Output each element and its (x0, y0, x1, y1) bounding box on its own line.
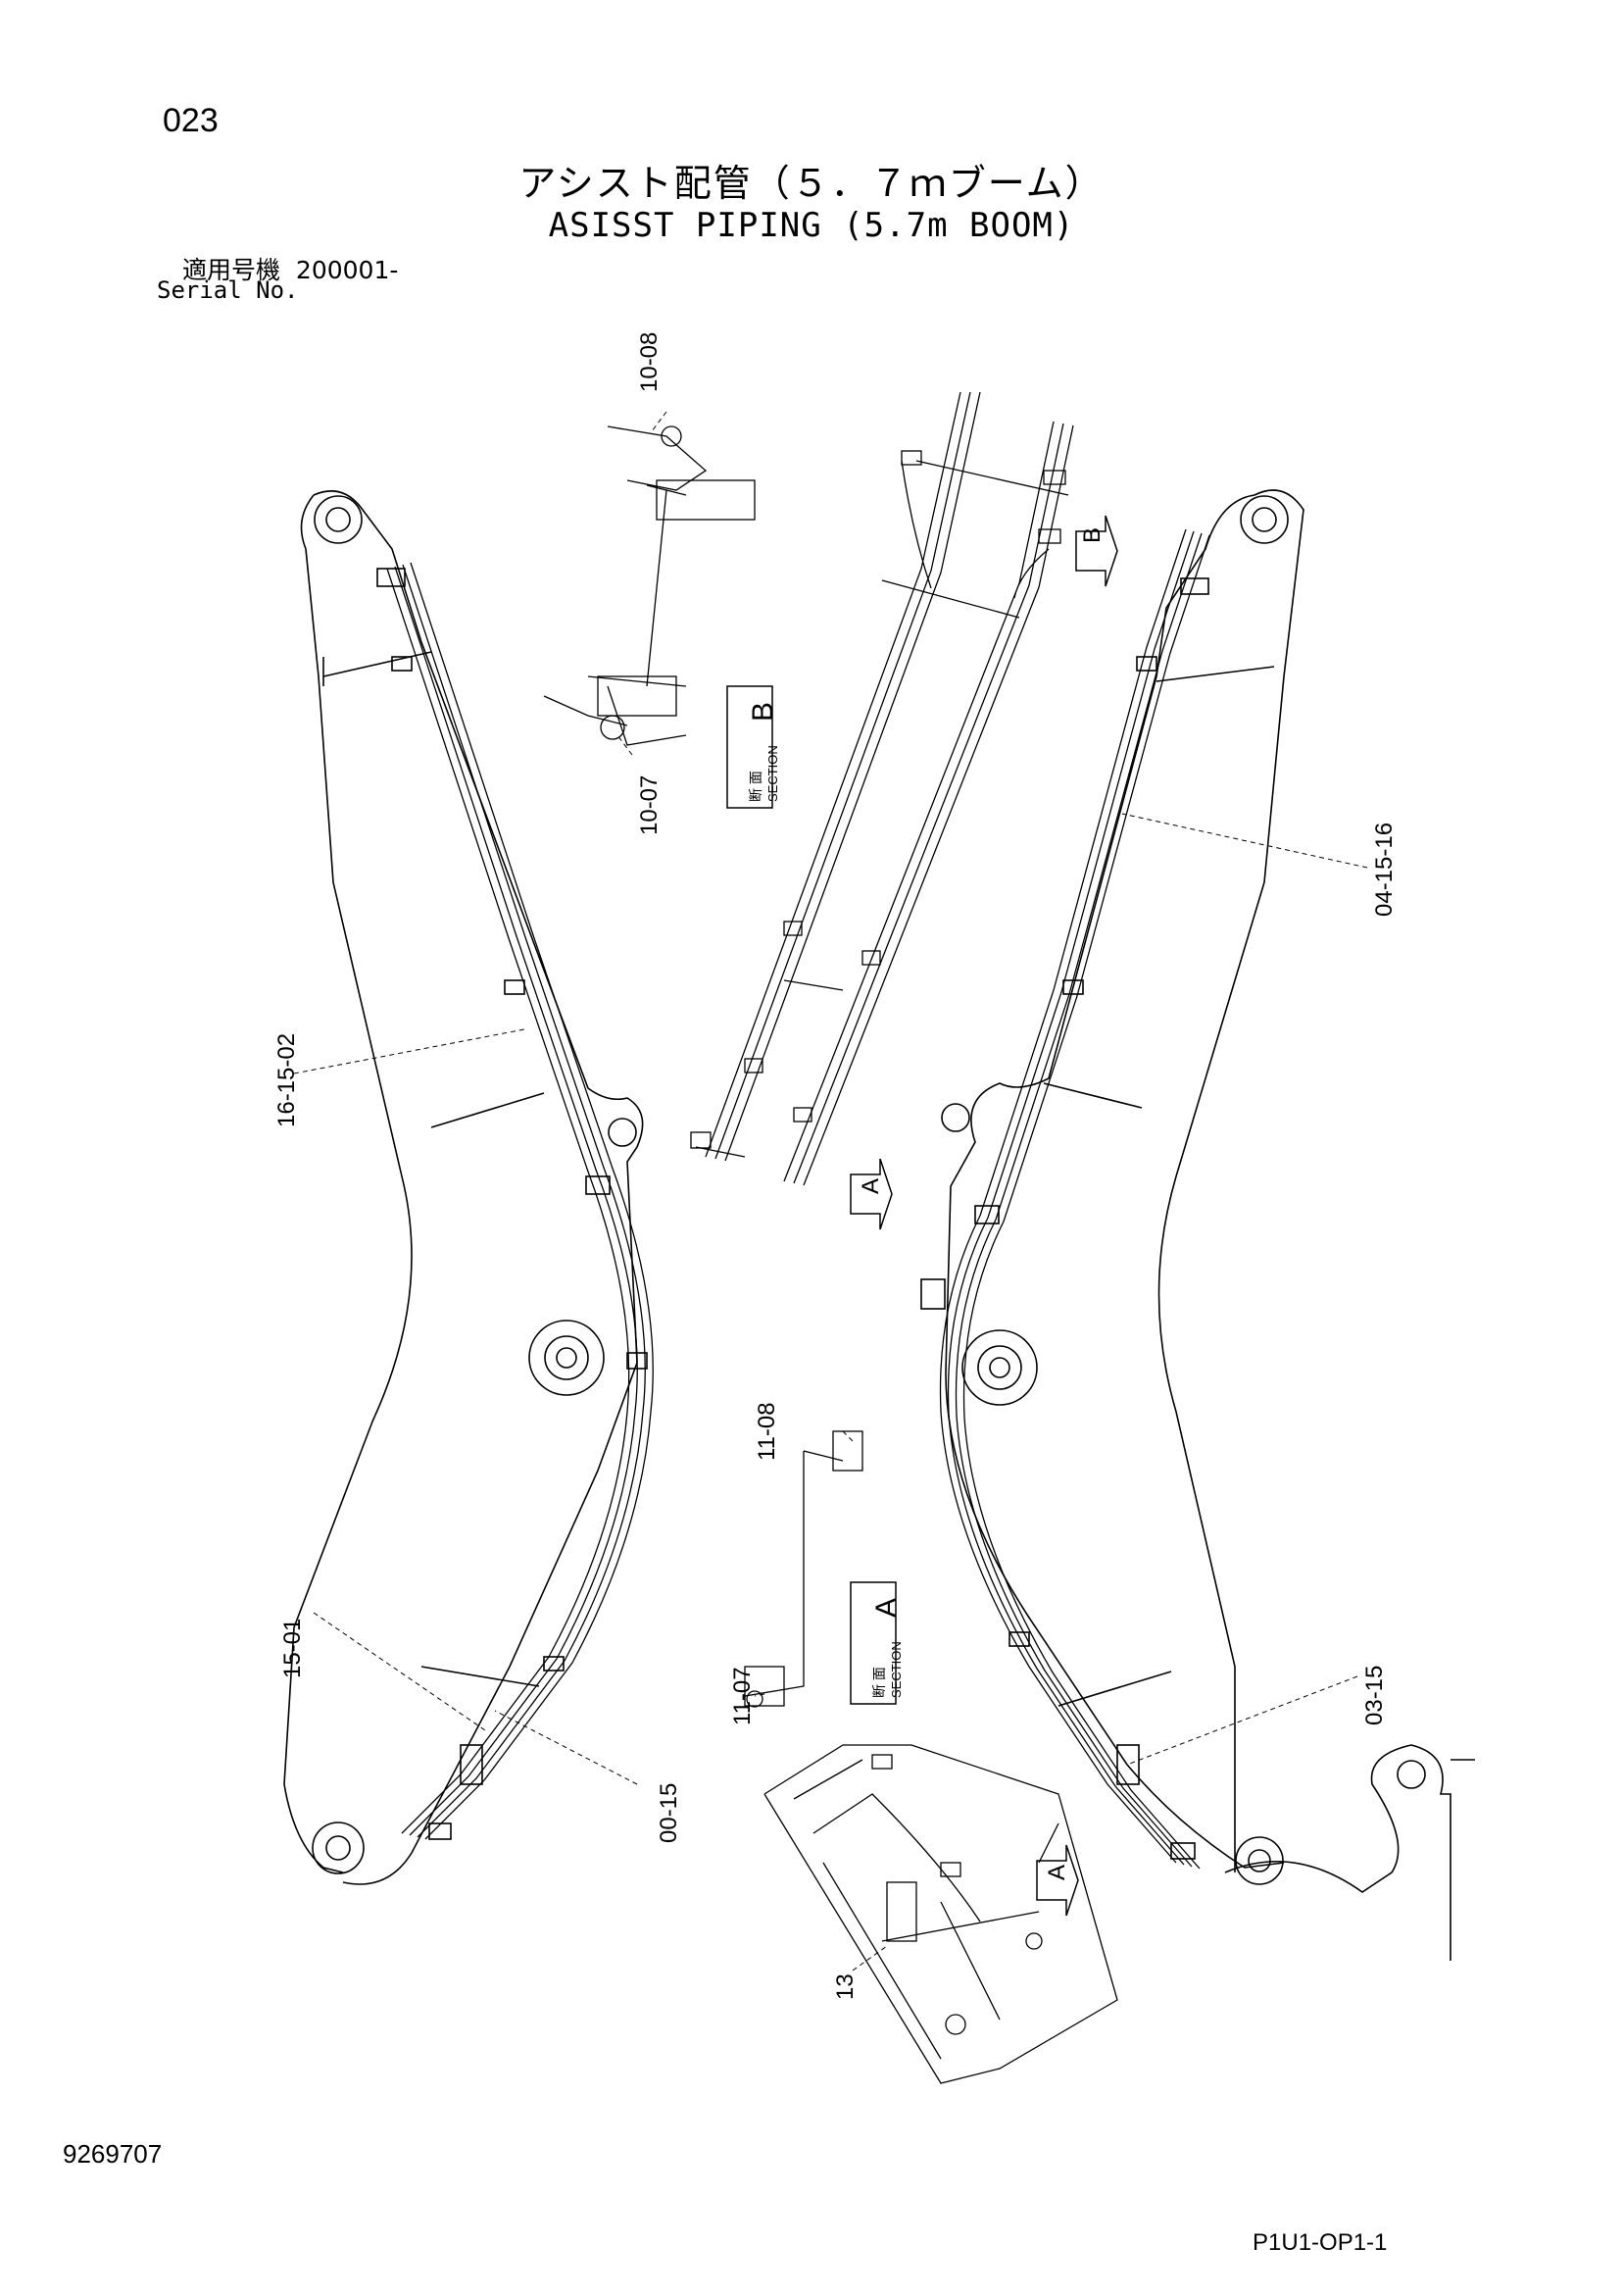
callout-04-15-16: 04-15-16 (1371, 823, 1398, 917)
left-pipe-clamps (376, 568, 648, 1840)
serial-value: 200001- (295, 256, 399, 284)
right-boom-cylinder-pin (941, 1103, 970, 1132)
section-a-letter: A (870, 1598, 903, 1618)
right-boom-bracket (1224, 1744, 1451, 1961)
left-boom-outline (283, 490, 644, 1885)
callout-15-01: 15-01 (279, 1619, 306, 1678)
callout-11-07: 11-07 (729, 1667, 756, 1725)
section-a-label: 断 面 SECTION A (850, 1581, 904, 1705)
section-a-word: SECTION (889, 1641, 904, 1698)
right-boom-foot-pin (1235, 1836, 1284, 1885)
left-boom-top-pin (314, 495, 363, 544)
section-b-detail (543, 425, 756, 746)
view-arrow-a-upper: A (850, 1158, 893, 1230)
right-boom-top-pin (1240, 495, 1289, 544)
callout-16-15-02: 16-15-02 (273, 1033, 300, 1127)
section-b-letter: B (747, 702, 779, 722)
document-number: 9269707 (63, 2139, 163, 2169)
view-arrow-b: B (1075, 515, 1118, 587)
leader-lines (293, 411, 1368, 1972)
left-pipe-bundle (386, 562, 654, 1840)
left-boom-center-boss (528, 1320, 605, 1396)
serial-applicability: 適用号機 200001- (182, 251, 398, 286)
left-boom-foot-pin (312, 1822, 365, 1874)
serial-label-japanese: 適用号機 (182, 256, 281, 284)
boom-base-detail-bottom (763, 1744, 1118, 2084)
callout-numbers: 10-08 10-07 16-15-02 04-15-16 15-01 00-1… (273, 332, 1398, 2000)
left-boom (283, 490, 654, 1885)
callout-10-07: 10-07 (636, 775, 663, 835)
page-code: P1U1-OP1-1 (1253, 2229, 1388, 2256)
callout-11-08: 11-08 (754, 1402, 780, 1461)
section-a-kanji: 断 面 (871, 1667, 887, 1698)
section-a-detail (744, 1430, 863, 1708)
callout-10-08: 10-08 (636, 332, 663, 392)
right-boom (920, 489, 1475, 1961)
section-b-kanji: 断 面 (748, 771, 763, 802)
view-arrow-a-lower: A (1036, 1844, 1079, 1917)
boom-segment-detail-top (690, 391, 1074, 1186)
view-arrow-a-lower-letter: A (1044, 1865, 1070, 1880)
right-boom-center-boss (961, 1329, 1038, 1406)
section-b-label: 断 面 SECTION B (726, 685, 780, 809)
page-title-english: ASISST PIPING (5.7m BOOM) (548, 206, 1075, 245)
page-number: 023 (163, 102, 219, 139)
page-title-japanese: アシスト配管（５．７ｍブーム） (518, 162, 1105, 205)
right-pipe-clamps (920, 577, 1209, 1860)
callout-13: 13 (832, 1973, 859, 2000)
left-boom-cylinder-pin (608, 1118, 637, 1147)
view-arrow-a-upper-letter: A (858, 1178, 884, 1194)
section-b-word: SECTION (765, 745, 780, 802)
callout-03-15: 03-15 (1361, 1666, 1388, 1725)
serial-label-english: Serial No. (157, 276, 299, 304)
callout-00-15: 00-15 (656, 1783, 682, 1843)
right-pipe-bundle (939, 528, 1210, 1870)
view-arrow-b-letter: B (1079, 527, 1106, 543)
